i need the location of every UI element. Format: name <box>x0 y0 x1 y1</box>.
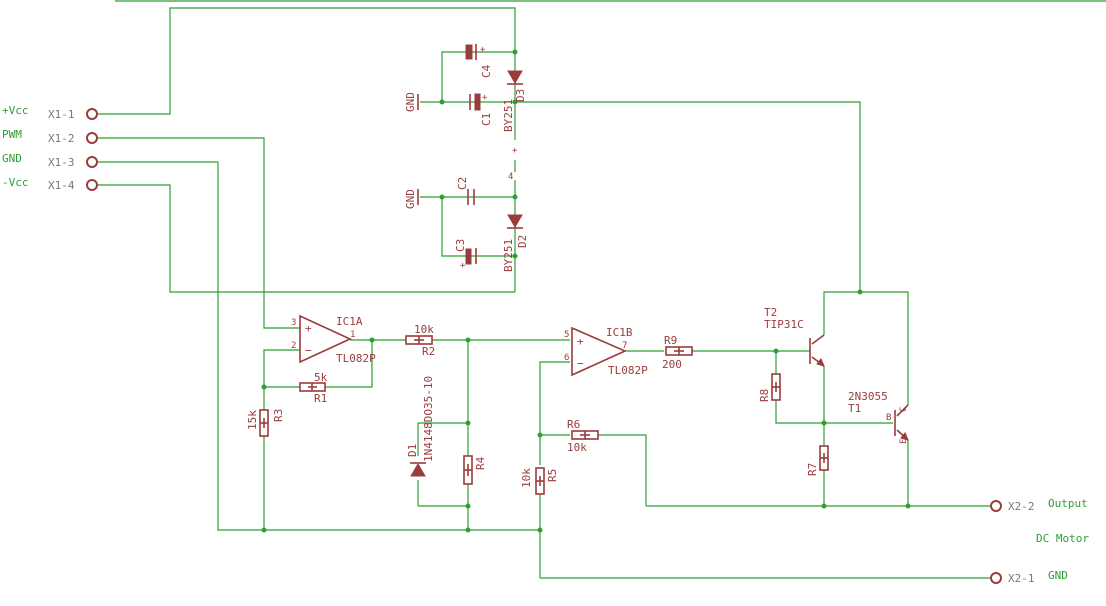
capacitor-c1: + C1 <box>469 93 493 126</box>
r6-value: 10k <box>567 441 587 454</box>
c1-label: C1 <box>480 113 493 126</box>
svg-text:+: + <box>460 261 466 271</box>
ic1b-label: IC1B <box>606 326 633 339</box>
t1-pin-c: C <box>899 407 909 412</box>
r9-label: R9 <box>664 334 677 347</box>
resistor-r8: R8 <box>758 373 781 402</box>
wires <box>98 0 1106 579</box>
d3-value: BY251 <box>502 99 515 132</box>
x2-1-label: X2-1 <box>1008 572 1035 585</box>
r6-label: R6 <box>567 418 580 431</box>
ic1b-pin7: 7 <box>622 341 627 351</box>
opamp-ic1a: + − 3 2 1 IC1A TL082P <box>291 314 376 365</box>
svg-text:+: + <box>480 45 486 55</box>
d1-label: D1 <box>406 444 419 457</box>
resistor-r4: R4 <box>463 455 487 485</box>
d3-label: D3 <box>514 89 527 102</box>
opamp-ic1b: + − 5 6 7 IC1B TL082P <box>564 326 648 377</box>
resistor-r9: R9 200 <box>662 334 693 371</box>
d1-value: 1N4148DO35-10 <box>422 376 435 462</box>
pad-x2-1 <box>990 572 1002 584</box>
pin-4-label: 4 <box>508 172 513 182</box>
gnd-top-label: GND <box>404 92 417 112</box>
x1-4-label: X1-4 <box>48 179 75 192</box>
diode-d2: BY251 D2 <box>502 214 529 272</box>
pin-plus-label: + <box>512 146 518 156</box>
resistor-r3: 15k R3 <box>246 409 285 437</box>
net-gnd-in: GND <box>2 152 22 165</box>
gnd-symbol-bottom: GND <box>404 189 419 209</box>
r8-label: R8 <box>758 389 771 402</box>
t2-value: TIP31C <box>764 318 804 331</box>
r3-label: R3 <box>272 409 285 422</box>
x1-1-label: X1-1 <box>48 108 75 121</box>
connectors: X1-1 X1-2 X1-3 X1-4 X2-2 X2-1 +Vcc PWM G… <box>2 104 1089 585</box>
net-output: Output <box>1048 497 1088 510</box>
capacitor-c3: + C3 <box>454 239 477 271</box>
svg-text:+: + <box>305 322 312 335</box>
ic1a-label: IC1A <box>336 315 363 328</box>
r1-value: 5k <box>314 371 328 384</box>
resistor-r6: R6 10k <box>567 418 599 454</box>
pad-x1-3 <box>86 156 98 168</box>
r7-label: R7 <box>806 463 819 476</box>
t1-value: 2N3055 <box>848 390 888 403</box>
x1-2-label: X1-2 <box>48 132 75 145</box>
ic1a-value: TL082P <box>336 352 376 365</box>
svg-text:+: + <box>577 335 584 348</box>
ic1a-pin2: 2 <box>291 341 296 351</box>
resistor-r1: 5k R1 <box>299 371 328 405</box>
net-pwm: PWM <box>2 128 22 141</box>
svg-text:−: − <box>577 357 584 370</box>
r4-label: R4 <box>474 456 487 470</box>
ic1b-pin6: 6 <box>564 353 569 363</box>
x2-2-label: X2-2 <box>1008 500 1035 513</box>
gnd-symbol-top: GND <box>404 92 419 112</box>
resistor-r5: 10k R5 <box>520 467 559 495</box>
power-supply: + C4 BY251 D3 GND + C1 + 4 GND <box>404 44 529 272</box>
net-vcc-minus: -Vcc <box>2 176 29 189</box>
pad-x1-2 <box>86 132 98 144</box>
r5-label: R5 <box>546 469 559 482</box>
capacitor-c2: C2 <box>456 177 475 205</box>
ic1a-pin1: 1 <box>350 330 355 340</box>
dc-motor-label: DC Motor <box>1036 532 1089 545</box>
r1-label: R1 <box>314 392 327 405</box>
net-gnd-out: GND <box>1048 569 1068 582</box>
r2-value: 10k <box>414 323 434 336</box>
capacitor-c4: + C4 <box>465 44 493 78</box>
svg-text:−: − <box>305 344 312 357</box>
transistor-t2: T2 TIP31C <box>764 306 825 367</box>
t2-label: T2 <box>764 306 777 319</box>
ic1a-pin3: 3 <box>291 318 296 328</box>
r5-value: 10k <box>520 468 533 488</box>
t1-pin-e: E <box>899 439 909 444</box>
d2-value: BY251 <box>502 239 515 272</box>
c2-label: C2 <box>456 177 469 190</box>
net-vcc-plus: +Vcc <box>2 104 29 117</box>
diode-d3: BY251 D3 <box>502 70 527 132</box>
d2-label: D2 <box>516 235 529 248</box>
t1-label: T1 <box>848 402 861 415</box>
resistor-r7: R7 <box>806 445 829 476</box>
t1-pin-b: B <box>886 413 891 423</box>
pad-x1-4 <box>86 179 98 191</box>
diode-d1: D1 1N4148DO35-10 <box>406 376 435 477</box>
gnd-bottom-label: GND <box>404 189 417 209</box>
transistor-t1: 2N3055 T1 B C E <box>848 390 909 444</box>
x1-3-label: X1-3 <box>48 156 75 169</box>
r3-value: 15k <box>246 410 259 430</box>
svg-text:+: + <box>482 93 488 103</box>
ic1b-pin5: 5 <box>564 330 569 340</box>
pad-x2-2 <box>990 500 1002 512</box>
r2-label: R2 <box>422 345 435 358</box>
junctions <box>261 49 911 533</box>
c4-label: C4 <box>480 64 493 78</box>
ic1b-value: TL082P <box>608 364 648 377</box>
r9-value: 200 <box>662 358 682 371</box>
resistor-r2: 10k R2 <box>405 323 435 358</box>
pad-x1-1 <box>86 108 98 120</box>
c3-label: C3 <box>454 239 467 252</box>
